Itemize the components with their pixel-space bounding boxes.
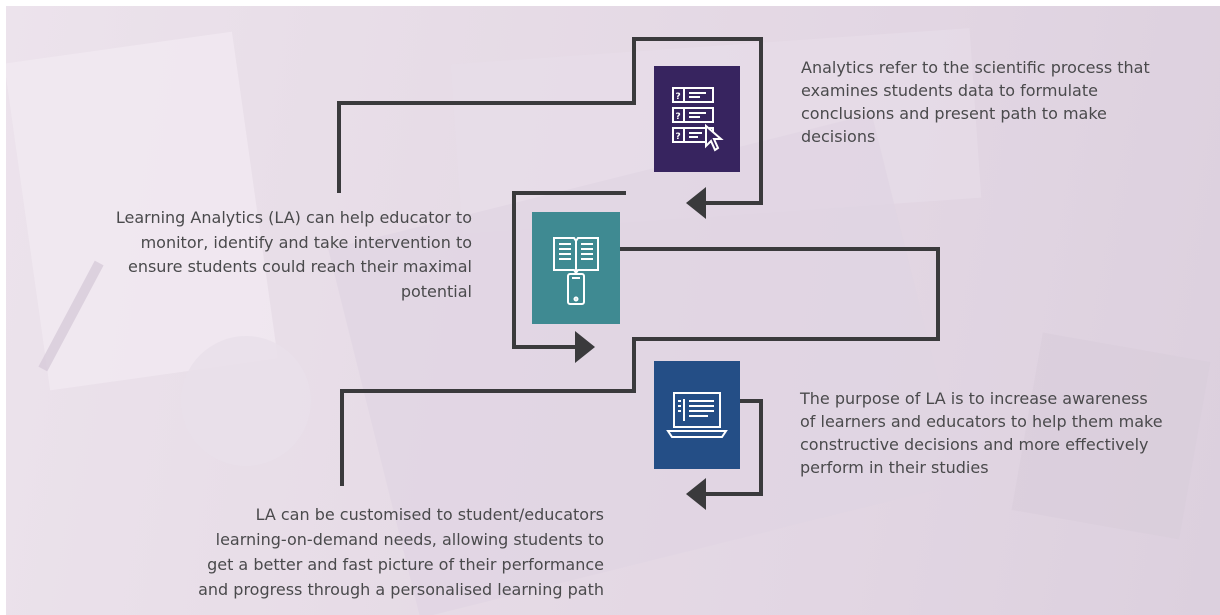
step-2-tile <box>532 212 620 324</box>
connector-arrowhead-3 <box>686 478 706 510</box>
text-line: constructive decisions and more effectiv… <box>800 435 1149 454</box>
text-line: The purpose of LA is to increase awarene… <box>800 389 1148 408</box>
text-line: of learners and educators to help them m… <box>800 412 1163 431</box>
question-list-cursor-icon: ? ? ? <box>672 87 724 152</box>
text-line: ensure students could reach their maxima… <box>127 257 472 276</box>
text-line: Analytics refer to the scientific proces… <box>801 58 1150 77</box>
laptop-document-icon <box>666 392 728 438</box>
step-3-description: The purpose of LA is to increase awarene… <box>800 387 1163 479</box>
infographic-canvas: ? ? ? <box>6 6 1220 615</box>
text-line: learning-on-demand needs, allowing stude… <box>215 530 604 549</box>
svg-text:?: ? <box>676 132 681 142</box>
text-line: potential <box>400 281 472 301</box>
text-line: decisions <box>801 127 876 146</box>
background-cup <box>181 336 311 466</box>
text-line: Learning Analytics (LA) can help educato… <box>115 208 472 227</box>
text-line: get a better and fast picture of their p… <box>207 555 604 574</box>
connector-line-3 <box>340 247 940 486</box>
connector-line-2 <box>512 191 626 349</box>
text-line: LA can be customised to student/educator… <box>255 505 604 524</box>
text-line: and progress through a personalised lear… <box>198 580 604 599</box>
text-line: perform in their studies <box>800 458 989 477</box>
text-line: monitor, identify and take intervention … <box>140 232 472 252</box>
connector-arrowhead-2 <box>575 331 595 363</box>
connector-line-4 <box>701 399 763 496</box>
step-1-description: Analytics refer to the scientific proces… <box>801 56 1150 148</box>
step-2-description: Learning Analytics (LA) can help educato… <box>46 206 472 304</box>
step-1-tile: ? ? ? <box>654 66 740 172</box>
flow-connector <box>337 37 940 510</box>
step-4-description: LA can be customised to student/educator… <box>126 502 604 602</box>
step-3-tile <box>654 361 740 469</box>
text-line: conclusions and present path to make <box>801 104 1107 123</box>
connector-arrowhead-1 <box>686 187 706 219</box>
connector-line-1 <box>337 37 763 205</box>
text-line: examines students data to formulate <box>801 81 1098 100</box>
svg-text:?: ? <box>676 112 681 122</box>
svg-text:?: ? <box>676 92 681 102</box>
book-on-smartphone-icon <box>553 237 599 305</box>
